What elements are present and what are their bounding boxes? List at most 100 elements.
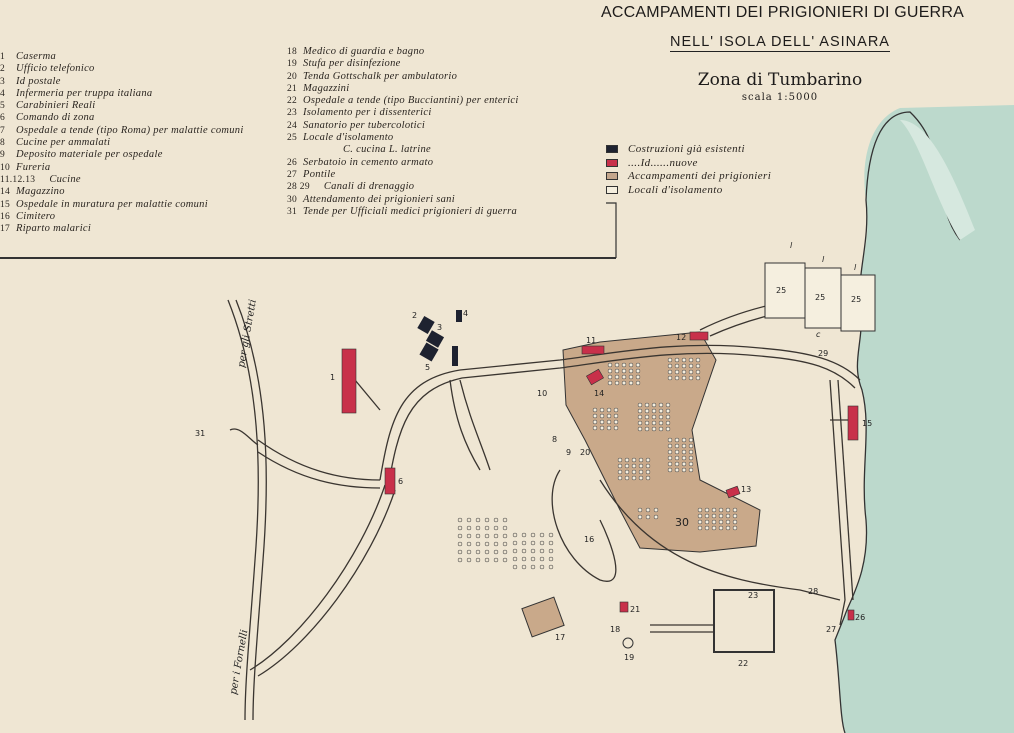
- tent-marker: [635, 362, 641, 368]
- tent-marker: [667, 455, 673, 461]
- tent-marker: [457, 533, 463, 539]
- tent-marker: [617, 457, 623, 463]
- tent-marker: [484, 541, 490, 547]
- tent-marker: [688, 363, 694, 369]
- map-title: ACCAMPAMENTI DEI PRIGIONIERI DI GUERRA: [601, 4, 964, 21]
- tent-marker: [512, 548, 518, 554]
- tent-marker: [548, 548, 554, 554]
- tent-marker: [651, 426, 657, 432]
- tent-marker: [644, 426, 650, 432]
- label-5: 5: [425, 363, 430, 372]
- tent-marker: [732, 513, 738, 519]
- tent-marker: [667, 369, 673, 375]
- legend-number: 18: [287, 47, 298, 57]
- tent-marker: [697, 519, 703, 525]
- legend-number: 28 29: [287, 182, 310, 193]
- tent-marker: [521, 548, 527, 554]
- tent-marker: [493, 557, 499, 563]
- tent-marker: [502, 557, 508, 563]
- tent-marker: [645, 507, 651, 513]
- label-17: 17: [555, 633, 565, 642]
- tent-marker: [697, 507, 703, 513]
- key-swatch: [606, 172, 618, 181]
- tent-marker: [624, 475, 630, 481]
- tent-marker: [681, 461, 687, 467]
- legend-text: Magazzini: [303, 82, 350, 94]
- tent-marker: [466, 533, 472, 539]
- tent-marker: [539, 540, 545, 546]
- tent-marker: [614, 368, 620, 374]
- label-23: 23: [748, 591, 758, 600]
- tent-marker: [628, 380, 634, 386]
- tent-marker: [674, 375, 680, 381]
- tent-marker: [688, 467, 694, 473]
- tent-marker: [667, 467, 673, 473]
- label-1: 1: [330, 373, 335, 382]
- legend-text: Medico di guardia e bagno: [303, 46, 425, 57]
- legend-text: Infermeria per truppa italiana: [16, 87, 153, 99]
- tent-marker: [502, 541, 508, 547]
- key-item: Accampamenti dei prigionieri: [606, 170, 771, 184]
- tent-marker: [681, 455, 687, 461]
- tent-marker: [521, 532, 527, 538]
- key-label: Locali d'isolamento: [628, 183, 723, 196]
- tent-marker: [637, 426, 643, 432]
- zone-name: Zona di Tumbarino: [697, 70, 863, 90]
- legend-text: Fureria: [16, 161, 51, 173]
- tent-marker: [613, 425, 619, 431]
- label-12: 12: [676, 333, 686, 342]
- tent-marker: [674, 369, 680, 375]
- existing-buildings: [417, 310, 462, 366]
- tent-marker: [688, 449, 694, 455]
- tent-marker: [607, 374, 613, 380]
- tent-marker: [644, 408, 650, 414]
- tent-marker: [614, 380, 620, 386]
- legend-number: 25: [287, 133, 298, 144]
- key-item: Costruzioni già esistenti: [606, 143, 771, 157]
- tent-marker: [732, 519, 738, 525]
- tent-marker: [621, 374, 627, 380]
- tent-marker: [466, 517, 472, 523]
- tent-marker: [638, 457, 644, 463]
- tent-marker: [484, 557, 490, 563]
- legend-text: Sanatorio per tubercolotici: [303, 119, 426, 131]
- tent-marker: [725, 519, 731, 525]
- tent-marker: [674, 363, 680, 369]
- tent-marker: [592, 413, 598, 419]
- legend-text: Serbatoio in cemento armato: [303, 156, 434, 168]
- tent-marker: [725, 513, 731, 519]
- tent-marker: [674, 467, 680, 473]
- tent-marker: [530, 564, 536, 570]
- tent-marker: [665, 402, 671, 408]
- tent-marker: [695, 357, 701, 363]
- tent-marker: [658, 408, 664, 414]
- label-13: 13: [741, 485, 751, 494]
- tent-marker: [688, 375, 694, 381]
- tent-marker: [658, 402, 664, 408]
- tent-marker: [638, 469, 644, 475]
- legend-text: Caserma: [16, 51, 57, 62]
- tent-marker: [530, 556, 536, 562]
- malaria-ward-17: [521, 596, 565, 638]
- tent-marker: [645, 463, 651, 469]
- tent-marker: [718, 519, 724, 525]
- tent-marker: [613, 407, 619, 413]
- tent-marker: [548, 540, 554, 546]
- legend-text: Tenda Gottschalk per ambulatorio: [303, 70, 458, 82]
- legend-text: Ospedale a tende (tipo Bucciantini) per …: [303, 95, 519, 107]
- tent-marker: [725, 525, 731, 531]
- tent-marker: [617, 463, 623, 469]
- tent-marker: [466, 557, 472, 563]
- tent-markers: [457, 357, 767, 644]
- legend-text: Cucine per ammalati: [16, 137, 111, 149]
- key-item: ....Id......nuove: [606, 157, 771, 171]
- legend-item: 18 Medico di guardia e bagno: [287, 46, 519, 58]
- legend-text: Stufa per disinfezione: [303, 58, 401, 70]
- legend-number: 31: [287, 206, 298, 217]
- tent-marker: [502, 525, 508, 531]
- tent-marker: [665, 408, 671, 414]
